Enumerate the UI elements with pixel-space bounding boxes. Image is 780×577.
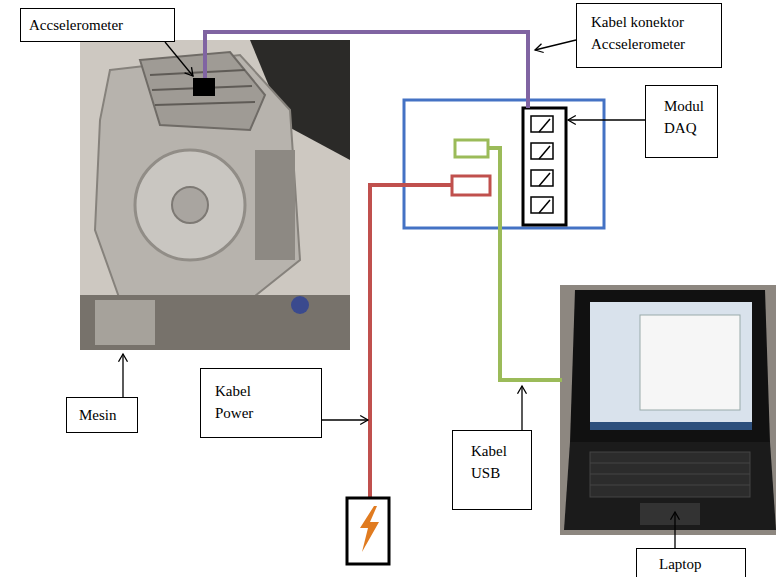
screen-taskbar	[590, 422, 752, 430]
laptop-lid	[570, 290, 770, 442]
usb-cable	[488, 148, 562, 380]
daq-module-outline	[404, 100, 604, 228]
power-source	[347, 498, 389, 564]
leader-line	[165, 42, 193, 76]
engine-photo-ground	[80, 40, 350, 350]
leader-line	[122, 354, 123, 397]
power-port	[452, 176, 490, 195]
engine-mount	[95, 300, 155, 345]
callout-box: Kabel USB	[452, 430, 532, 510]
engine-base	[80, 295, 350, 350]
callout-box: Accselerometer	[20, 8, 175, 42]
callout-label: Mesin	[79, 405, 131, 427]
connector-port	[531, 197, 553, 213]
screen-window	[640, 315, 740, 410]
connector-port	[531, 116, 553, 132]
connector-pin	[539, 119, 550, 132]
laptop-photo-ground	[560, 285, 776, 535]
engine-cap	[291, 296, 309, 314]
engine-side	[255, 150, 295, 260]
laptop-base	[564, 442, 776, 530]
connector-port	[531, 170, 553, 186]
key-row	[590, 485, 750, 486]
laptop-touchpad	[640, 503, 700, 525]
leader-line	[535, 40, 576, 50]
laptop-picture	[560, 285, 776, 535]
leader-arrows	[119, 40, 680, 548]
crankcase-hub	[172, 187, 208, 223]
arrow-head	[119, 354, 128, 362]
callout-label: Kabel Power	[215, 381, 281, 425]
accelerometer-sensor	[193, 78, 215, 96]
callout-label: Modul DAQ	[664, 96, 709, 140]
usb-port	[455, 140, 488, 157]
power-cable	[370, 185, 452, 497]
callout-box: Kabel Power	[200, 368, 322, 438]
key-row	[590, 463, 750, 464]
connector-port	[531, 143, 553, 159]
callout-box: Laptop	[636, 548, 746, 577]
cylinder-head	[140, 52, 265, 130]
leader-line	[674, 512, 675, 548]
connector-pin	[539, 173, 550, 186]
arrow-head	[535, 44, 544, 53]
engine-fin	[150, 70, 245, 75]
connector-ports	[531, 116, 553, 213]
connector-pin	[539, 200, 550, 213]
leader-line	[568, 119, 645, 120]
callout-box: Mesin	[66, 397, 138, 433]
arrow-head	[671, 512, 680, 520]
arrow-head	[568, 116, 576, 125]
crankcase-cover	[135, 150, 245, 260]
arrow-head	[185, 67, 193, 76]
connector-block	[523, 108, 566, 225]
laptop-screen	[590, 302, 752, 430]
engine-block	[95, 55, 300, 300]
laptop-keyboard	[590, 452, 750, 497]
engine-fin	[155, 102, 255, 105]
engine-picture	[80, 40, 350, 350]
callout-box: Modul DAQ	[645, 85, 718, 158]
arrow-head	[518, 386, 527, 394]
connector-pin	[539, 146, 550, 159]
callout-label: Kabel USB	[471, 441, 523, 485]
leader-line	[322, 419, 368, 420]
accelerometer-cable	[205, 32, 528, 108]
callout-label: Laptop	[659, 554, 739, 576]
callout-label: Accselerometer	[29, 15, 168, 37]
arrow-head	[360, 416, 368, 425]
callout-box: Kabel konektor Accselerometer	[576, 3, 722, 68]
leader-line	[521, 386, 522, 430]
key-row	[590, 474, 750, 475]
lightning-symbol	[360, 506, 379, 552]
callout-label: Kabel konektor Accselerometer	[591, 12, 715, 56]
